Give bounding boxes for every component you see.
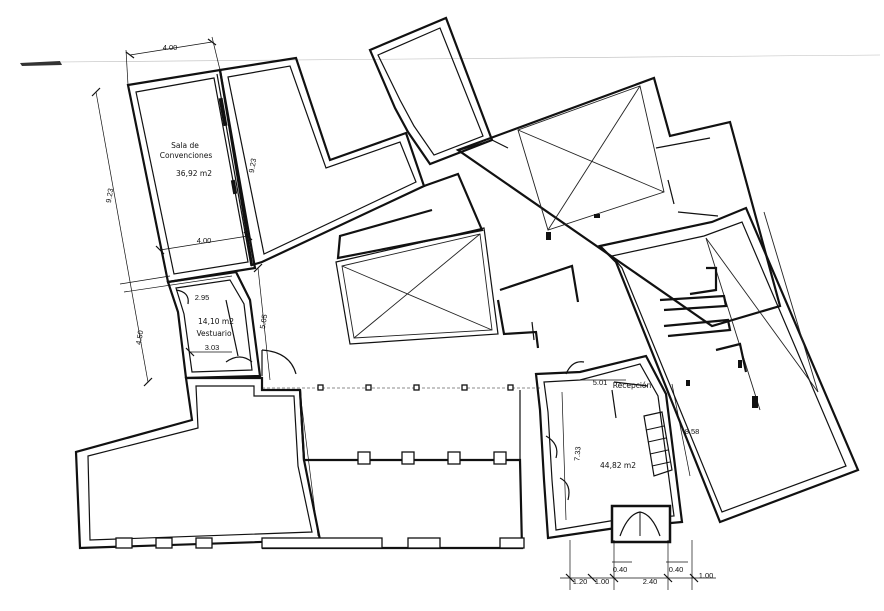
dimension-labels: 4.00 9.23 9.23 4.00 2.95 4.50 5.05 3.03 … [104,43,713,586]
dim-right-height: 8.58 [685,427,700,436]
main-hall [74,376,525,550]
dim-inner-width: 4.00 [197,236,212,245]
dim-bottom-6: 1.00 [699,571,714,580]
dim-lower-left-height: 4.50 [134,330,145,346]
dim-recep-width: 5.01 [593,378,608,387]
recepcion-area: 44,82 m2 [600,461,636,470]
dimensions [91,36,716,590]
convention-room [126,68,257,284]
staircase [643,411,673,477]
dim-diagonal: 5.05 [258,314,269,330]
vestuario-area: 14,10 m2 [198,317,234,326]
dim-bottom-3: 0.40 [613,565,628,574]
central-void [335,227,499,345]
room-labels: Sala de Convenciones 36,92 m2 14,10 m2 V… [160,141,652,470]
convention-area: 36,92 m2 [176,169,212,178]
glazed-front [262,384,540,391]
east-block [597,206,860,524]
dim-step-a: 2.95 [195,293,210,302]
dim-bottom-5: 0.40 [669,565,684,574]
northeast-block [455,76,782,328]
convention-label-line1: Sala de [171,141,199,150]
recepcion-label: Recepción [613,381,652,390]
north-annex [368,16,494,166]
vestuario-label: Vestuario [196,329,232,338]
dim-bottom-2: 1.00 [595,577,610,586]
vestuario-room [166,270,297,380]
central-corridor [336,139,509,260]
convention-label-line2: Convenciones [160,151,213,160]
dim-recep-height: 7.33 [572,446,582,461]
dim-inner-height: 9.23 [247,158,258,174]
north-wing [218,56,426,267]
dim-bottom-1: 1.20 [573,577,588,586]
dim-left-height: 9.23 [104,188,115,204]
scan-artifact [20,54,881,66]
dim-bottom-4: 2.40 [643,577,658,586]
recepcion-room [534,354,684,544]
dim-top-width: 4.00 [163,43,178,52]
connector-walls [496,264,580,349]
dim-vest-width: 3.03 [205,343,220,352]
